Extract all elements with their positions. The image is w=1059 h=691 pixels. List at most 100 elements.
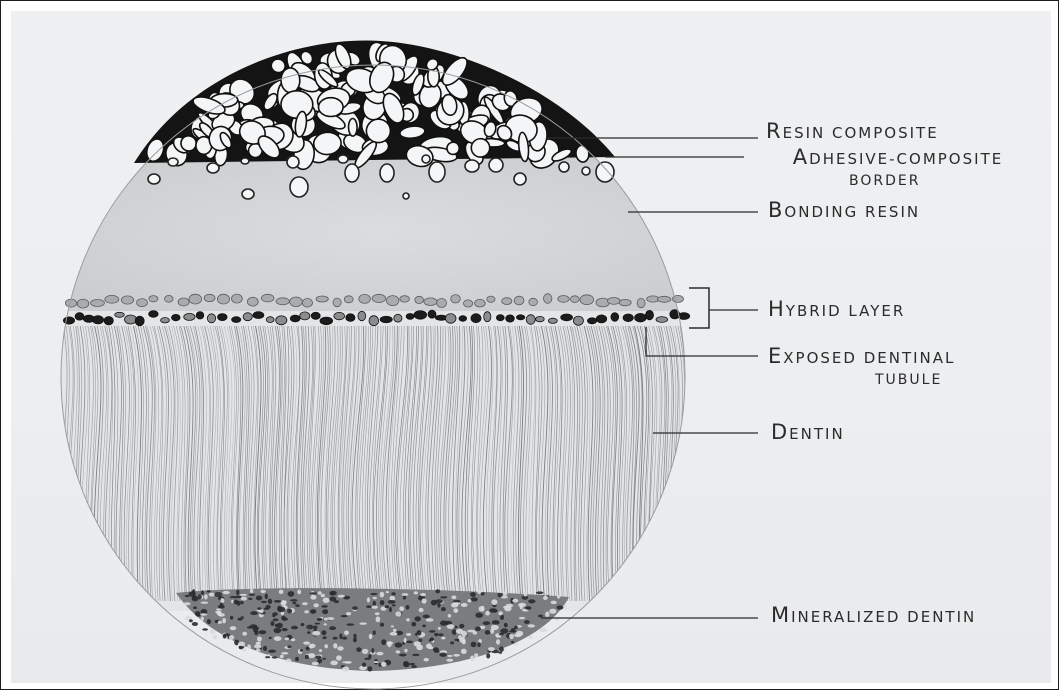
mineral-grain [459,624,464,629]
mineral-grain [204,594,208,599]
mineral-grain [392,604,396,606]
mineral-grain [247,644,251,649]
filler-particle [168,158,178,166]
mineral-grain [327,617,334,620]
mineral-grain [509,630,517,632]
hybrid-pebble-light [487,296,495,302]
mineral-grain [215,611,221,614]
hybrid-pebble-light [400,296,410,302]
filler-particle [207,163,219,173]
hybrid-pebble-light [77,299,89,308]
mineral-grain [330,661,338,666]
mineral-grain [447,655,453,657]
hybrid-pebble-dark [646,310,654,319]
mineral-grain [418,639,422,642]
mineral-grain [417,630,422,636]
hybrid-pebble-dark [358,311,366,320]
mineral-grain [259,609,263,613]
hybrid-pebble-light [137,299,148,307]
mineral-grain [485,611,490,616]
mineral-grain [509,634,514,640]
mineral-grain [453,600,461,602]
hybrid-pebble-dark [561,314,573,321]
mineral-grain [271,621,275,626]
mineral-grain [323,598,330,603]
mineral-grain [214,592,222,597]
composite-filler-cell [348,118,357,136]
hybrid-pebble-dark [526,315,535,325]
mineral-grain [322,658,326,660]
hybrid-pebble-dark [369,316,379,326]
mineral-grain [353,638,357,643]
mineral-grain [259,630,267,634]
hybrid-pebble-dark [311,312,320,319]
mineral-grain [268,650,276,653]
mineral-grain [209,593,215,597]
hybrid-pebble-dark [196,312,204,319]
mineral-grain [536,591,544,594]
mineral-grain [265,656,270,658]
mineral-grain [317,659,322,663]
hybrid-pebble-light [149,296,158,302]
mineral-grain [207,619,211,624]
mineral-grain [263,646,267,651]
mineral-grain [481,592,485,595]
mineral-grain [470,592,476,597]
hybrid-pebble-light [570,296,579,303]
mineral-grain [514,633,521,637]
hybrid-pebble-dark [243,313,252,321]
mineral-grain [257,607,261,610]
hybrid-pebble-dark [218,314,228,321]
mineral-grain [419,608,424,612]
mineral-grain [241,597,247,601]
mineral-grain [528,624,535,627]
hybrid-pebble-light [387,296,399,306]
hybrid-pebble-light [121,296,133,304]
mineral-grain [274,628,282,633]
mineral-grain [295,604,299,607]
mineral-grain [485,630,491,635]
hybrid-pebble-dark [656,317,668,323]
mineral-grain [543,595,548,600]
label-exposed-tubule-line1: Exposed Dentinal [768,346,955,367]
mineral-grain [220,598,224,603]
mineral-grain [356,647,361,652]
mineral-grain [438,633,444,636]
mineral-grain [241,601,244,604]
mineral-grain [399,654,407,657]
hybrid-pebble-dark [548,318,557,323]
hybrid-pebble-dark [253,312,264,319]
mineral-grain [292,602,296,605]
filler-particle [465,160,479,172]
hybrid-pebble-dark [506,315,515,322]
mineral-grain [540,628,548,632]
mineral-grain [329,597,336,602]
label-bonding-resin: Bonding Resin [768,200,920,221]
mineral-grain [555,616,559,621]
mineral-grain [380,600,385,605]
mineral-grain [385,605,390,608]
mineral-grain [504,623,508,627]
mineral-grain [434,633,438,636]
mineral-grain [461,603,468,607]
mineral-grain [304,610,308,613]
label-adhesive-border-line1: Adhesive-Composite [753,147,1043,168]
mineral-grain [486,653,490,658]
mineral-grain [376,616,381,622]
mineral-grain [230,616,233,620]
mineral-grain [342,661,350,663]
mineral-grain [453,608,458,613]
hybrid-pebble-light [189,294,202,304]
mineral-grain [310,609,316,614]
hybrid-pebble-light [424,298,437,306]
dentin-fiber-stroke [687,326,694,601]
hybrid-pebble-dark [573,316,583,325]
mineral-grain [269,637,272,639]
mineral-grain [429,639,434,641]
mineral-grain [471,597,478,601]
mineral-grain [453,654,460,657]
mineral-grain [393,629,397,632]
hybrid-pebble-dark [115,312,125,317]
hybrid-pebble-dark [428,310,436,318]
